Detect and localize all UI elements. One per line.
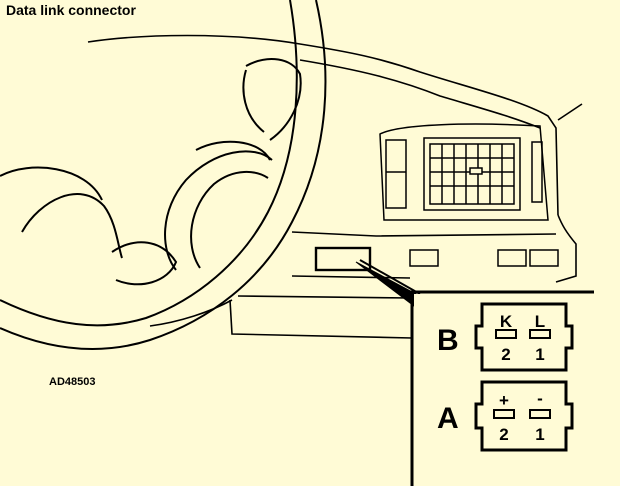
connector-b-pin-top-left-label: K [500, 312, 513, 331]
dashboard-lower-shelf [291, 231, 557, 237]
figure-reference-code: AD48503 [49, 376, 96, 388]
steering-wheel-hub-ring [190, 171, 269, 269]
dashboard-base [229, 299, 413, 339]
dashboard-side-line [557, 103, 583, 121]
connector-a-letter: A [437, 402, 459, 435]
right-side-slot [531, 141, 543, 203]
connector-a-pin-bottom-right-label: 1 [535, 425, 544, 444]
vent-knob [469, 167, 483, 175]
connector-a-pin-left [493, 409, 515, 419]
steering-wheel-lower-spoke [21, 193, 123, 259]
connector-a [474, 380, 574, 452]
connector-a-pin-right [529, 409, 551, 419]
connector-b-pin-bottom-right-label: 1 [535, 345, 544, 364]
vent-grille-inner [429, 143, 515, 205]
steering-wheel-rim-inner [0, 0, 298, 327]
dashboard-right-edge [555, 214, 577, 283]
vent-bezel [379, 123, 549, 221]
vent-frame [423, 137, 521, 211]
dashboard [87, 34, 583, 339]
connector-b-letter: B [437, 324, 459, 357]
diagram-title: Data link connector [6, 2, 136, 18]
center-vent [379, 123, 549, 221]
connector-a-pin-top-left-label: + [499, 391, 509, 410]
switch-blank [409, 249, 439, 267]
connector-a-housing [474, 380, 574, 452]
steering-wheel-spoke [245, 58, 302, 141]
connector-a-pin-top-right-label: - [537, 389, 543, 408]
inset-frame [410, 290, 594, 486]
switch-blank [497, 249, 527, 267]
steering-wheel-hub [195, 140, 271, 161]
steering-wheel-lower-spoke [0, 166, 103, 201]
inset-pointer-edge [359, 259, 421, 295]
left-switch-panel [385, 139, 407, 209]
connector-a-pin-bottom-left-label: 2 [499, 425, 508, 444]
dashboard-top-outline [87, 34, 559, 216]
steering-wheel-hub-ring [164, 150, 273, 271]
connector-b-pin-right [529, 329, 551, 339]
connector-b [474, 302, 574, 372]
connector-b-housing [474, 302, 574, 372]
switch-blank [529, 249, 559, 267]
connector-b-pin-top-right-label: L [535, 312, 545, 331]
steering-column [149, 299, 233, 327]
steering-wheel-rim-outer [0, 0, 327, 351]
connector-b-pin-bottom-left-label: 2 [501, 345, 510, 364]
connector-inset: B K L 2 1 A + - 2 1 [355, 259, 620, 486]
inset-pointer [355, 261, 417, 307]
dashboard-top-inner [299, 59, 541, 129]
dashboard-bottom-line [237, 295, 413, 299]
connector-b-pin-left [495, 329, 517, 339]
steering-wheel-lower-hub [111, 241, 178, 286]
steering-wheel-spoke [242, 69, 265, 133]
steering-wheel [0, 0, 327, 351]
data-link-connector-location [314, 246, 372, 272]
lower-switches [409, 249, 559, 267]
inset-background [414, 294, 620, 486]
